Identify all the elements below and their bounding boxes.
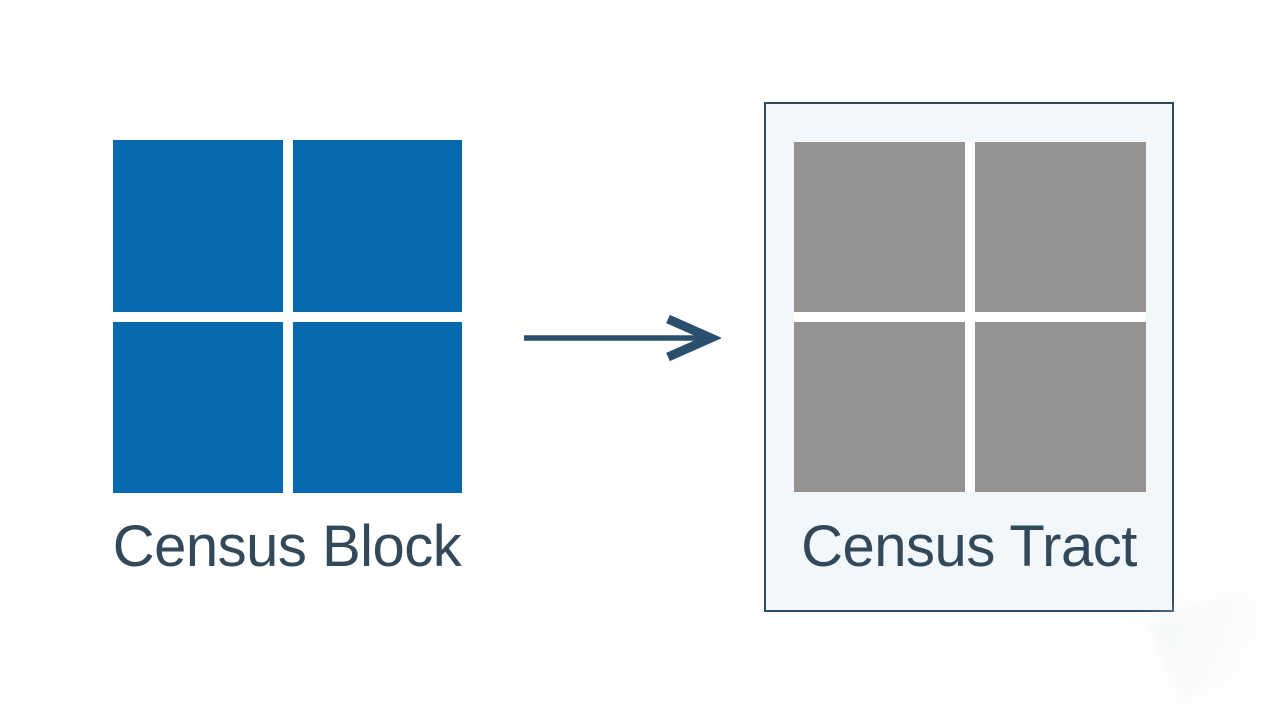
census-tract-cell	[794, 142, 965, 312]
census-tract-label: Census Tract	[801, 514, 1137, 579]
census-tract-grid	[794, 142, 1146, 492]
census-block-cell	[292, 140, 462, 312]
census-tract-cell	[975, 322, 1146, 492]
census-block-cell	[292, 321, 462, 493]
census-block-cell	[113, 140, 283, 312]
census-tract-cell	[975, 142, 1146, 312]
census-block-cell	[113, 321, 283, 493]
census-tract-box: Census Tract	[764, 102, 1174, 612]
arrow-icon	[521, 315, 721, 361]
census-tract-cell	[794, 322, 965, 492]
census-block-label: Census Block	[112, 514, 462, 579]
census-block-grid	[113, 140, 462, 493]
